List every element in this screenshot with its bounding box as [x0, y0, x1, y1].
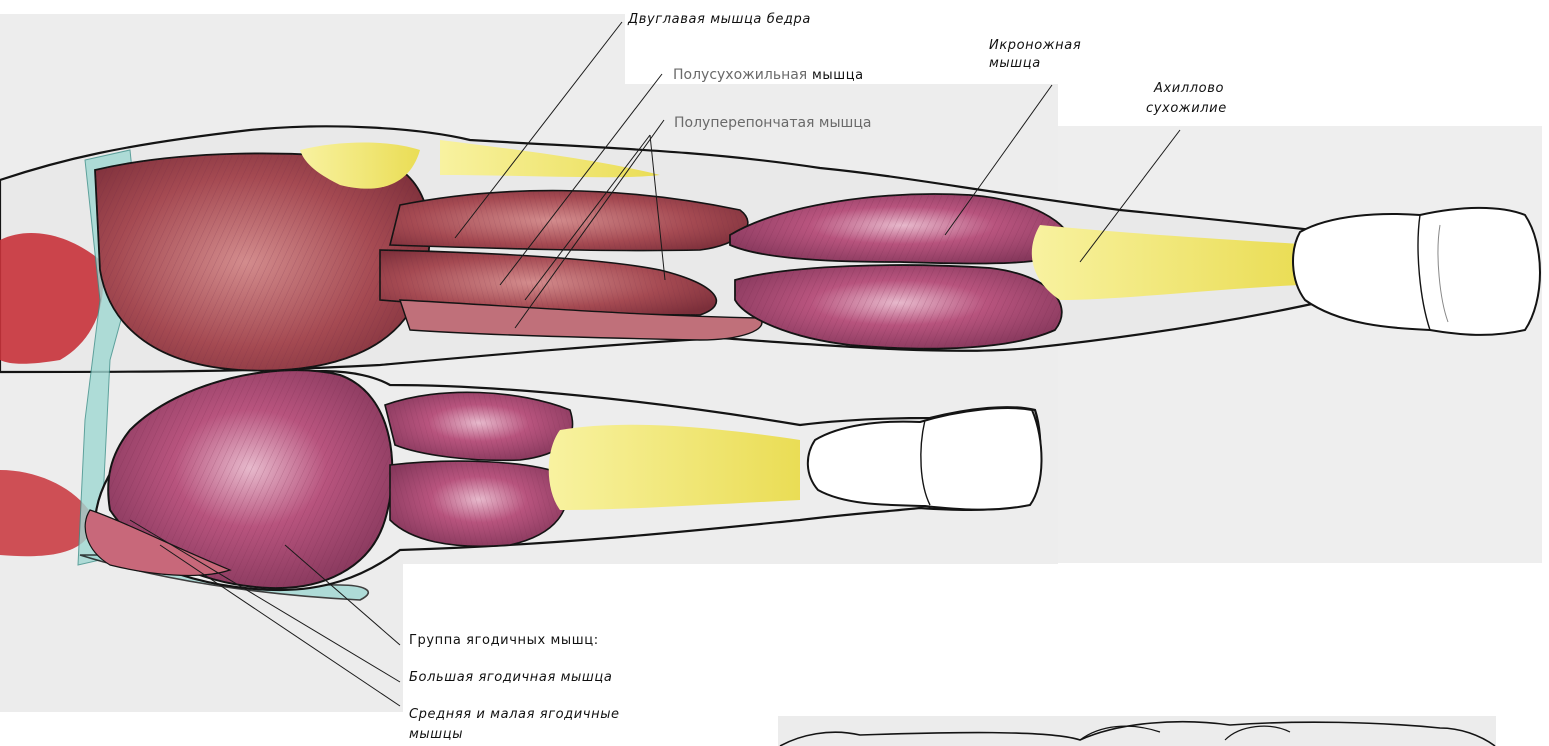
label-semitendinosus-suffix: мышца — [812, 68, 864, 83]
foot-upper — [1293, 208, 1540, 335]
label-semimembranosus: Полуперепончатая мышца — [674, 114, 871, 132]
label-gluteus-medius-minimus-line2: мышцы — [409, 726, 463, 744]
label-gluteus-maximus: Большая ягодичная мышца — [409, 669, 612, 687]
label-biceps-femoris: Двуглавая мышца бедра — [628, 11, 811, 29]
achilles-tendon-lower — [549, 425, 800, 510]
label-achilles-line2: сухожилие — [1146, 100, 1227, 118]
label-gastrocnemius-line2: мышца — [989, 55, 1041, 73]
partial-leg-sketch — [780, 722, 1495, 746]
label-gastrocnemius-line1: Икроножная — [989, 37, 1081, 55]
label-semitendinosus-name: Полусухожильная — [673, 67, 807, 83]
label-semitendinosus: Полусухожильная мышца — [673, 66, 864, 85]
label-gluteal-group: Группа ягодичных мышц: — [409, 632, 599, 650]
label-gluteus-medius-minimus-line1: Средняя и малая ягодичные — [409, 706, 620, 724]
label-achilles-line1: Ахиллово — [1154, 80, 1224, 98]
